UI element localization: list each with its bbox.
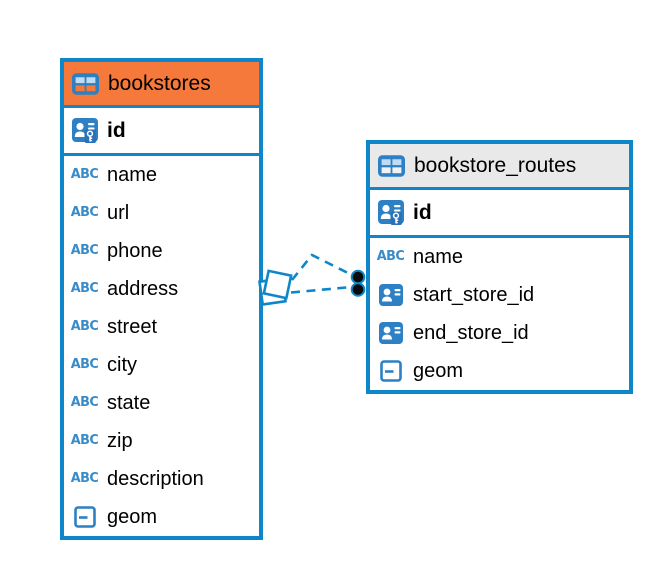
column-name: start_store_id [413,284,535,306]
geometry-type-icon [71,506,98,528]
text-type-icon: ABC [70,242,99,259]
text-type-icon: ABC [70,318,99,335]
foreign-key-icon [377,284,404,306]
text-type-icon: ABC [70,166,99,183]
column-row-pk[interactable]: id [64,108,259,156]
column-name: city [107,354,137,376]
column-row[interactable]: start_store_id [370,276,629,314]
relationship-dot-markers [350,269,366,297]
relationship-line-lower[interactable] [290,285,353,294]
column-row[interactable]: ABC city [64,346,259,384]
primary-key-icon [71,117,98,144]
column-name: id [107,119,126,142]
table-bookstores-header[interactable]: bookstores [64,62,259,108]
column-row[interactable]: ABC phone [64,232,259,270]
text-type-icon: ABC [70,470,99,487]
table-icon [72,72,99,96]
text-type-icon: ABC [70,280,99,297]
column-row[interactable]: ABC name [370,238,629,276]
column-row[interactable]: ABC address [64,270,259,308]
text-type-icon: ABC [376,248,405,265]
table-title: bookstore_routes [414,154,577,177]
column-row[interactable]: geom [370,352,629,390]
column-name: state [107,392,151,414]
table-title: bookstores [108,72,211,95]
text-type-icon: ABC [70,204,99,221]
column-row[interactable]: ABC url [64,194,259,232]
column-row-pk[interactable]: id [370,190,629,238]
relationship-line-upper[interactable] [290,253,353,281]
table-bookstore-routes[interactable]: bookstore_routes id ABC name [366,140,633,394]
table-icon [378,154,405,178]
column-name: geom [413,360,464,382]
text-type-icon: ABC [70,432,99,449]
column-name: end_store_id [413,322,529,344]
relationship-many-marker [258,269,293,306]
column-name: id [413,201,432,224]
column-row[interactable]: ABC zip [64,422,259,460]
column-name: description [107,468,204,490]
column-name: name [107,164,158,186]
column-row[interactable]: ABC name [64,156,259,194]
column-name: geom [107,506,158,528]
text-type-icon: ABC [70,356,99,373]
geometry-type-icon [377,360,404,382]
column-name: zip [107,430,133,452]
column-row[interactable]: ABC street [64,308,259,346]
column-row[interactable]: end_store_id [370,314,629,352]
column-row[interactable]: ABC description [64,460,259,498]
table-bookstores[interactable]: bookstores id ABC name ABC url ABC [60,58,263,540]
text-type-icon: ABC [70,394,99,411]
column-name: address [107,278,179,300]
column-row[interactable]: ABC state [64,384,259,422]
primary-key-icon [377,199,404,226]
column-name: street [107,316,158,338]
column-name: phone [107,240,163,262]
column-name: name [413,246,464,268]
column-name: url [107,202,130,224]
table-bookstore-routes-header[interactable]: bookstore_routes [370,144,629,190]
column-row[interactable]: geom [64,498,259,536]
foreign-key-icon [377,322,404,344]
